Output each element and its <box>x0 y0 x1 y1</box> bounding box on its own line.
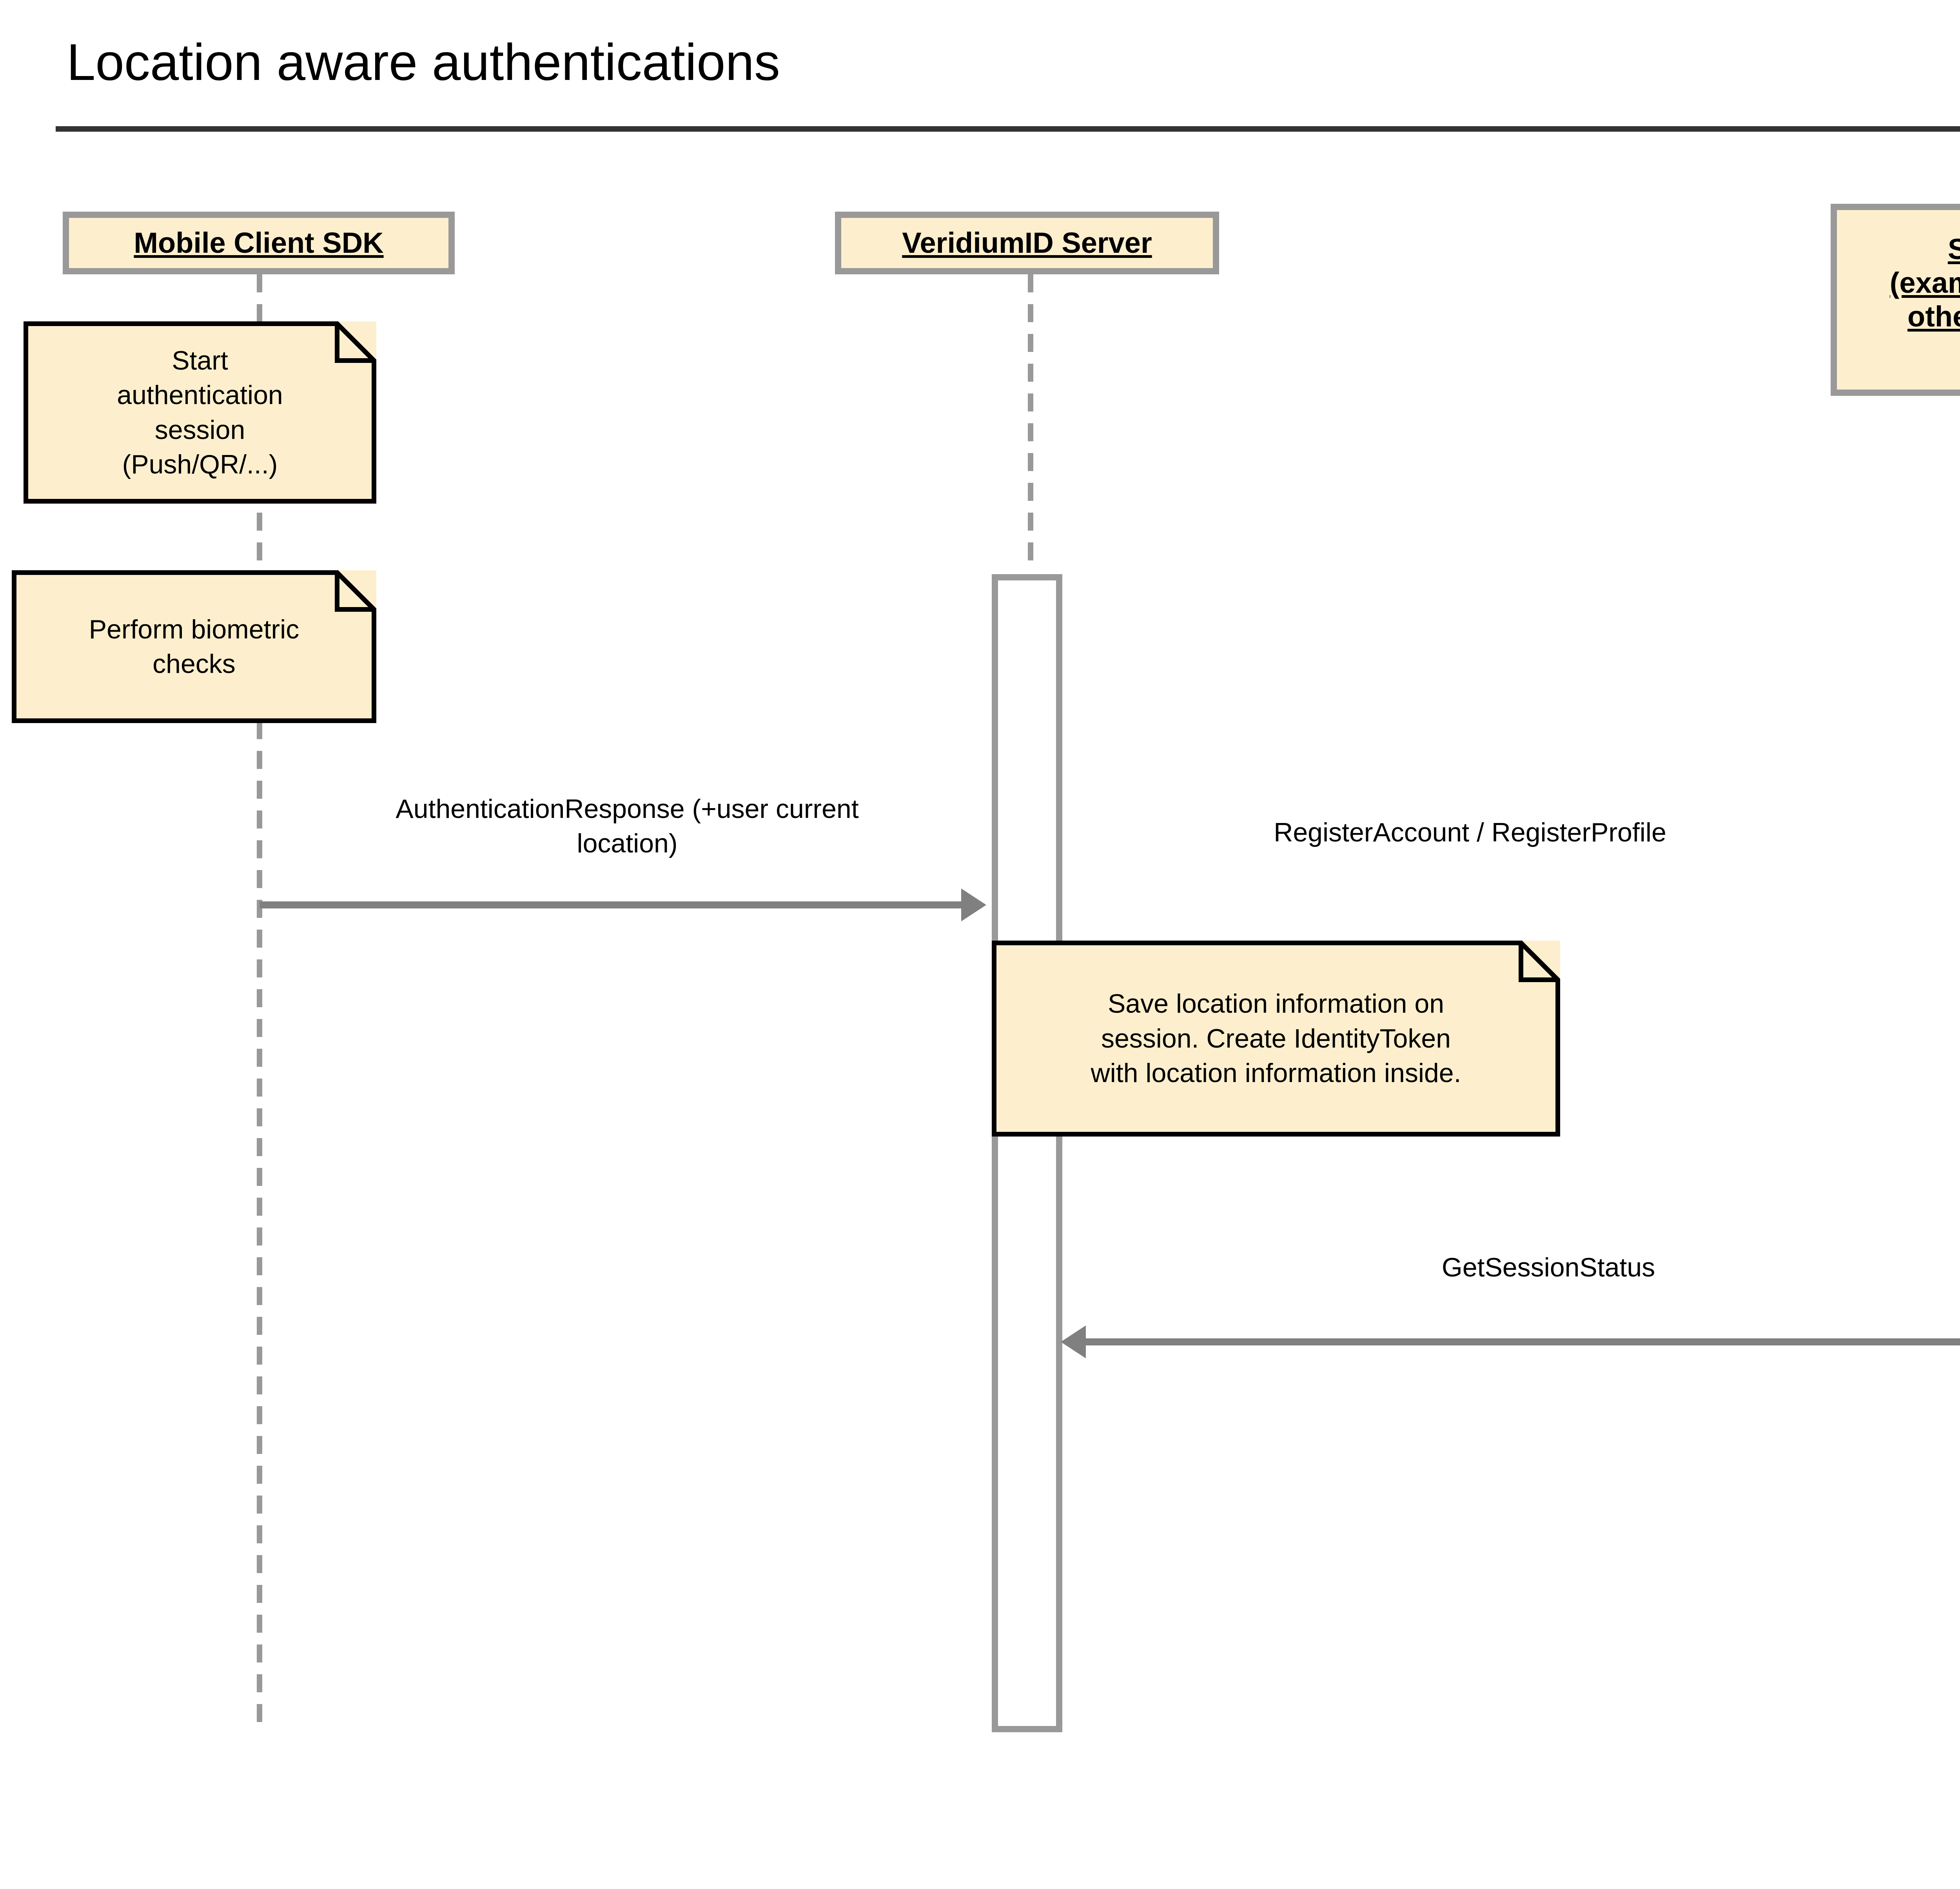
participant-shibboleth[interactable]: Shibboleth (example. Could be other inte… <box>1831 204 1960 396</box>
message-label-get-session-status: GetSessionStatus <box>1441 1253 1655 1282</box>
note-shape-folded-corner <box>24 321 376 504</box>
note-text-start-authentication-session: Start authentication session (Push/QR/..… <box>117 345 283 479</box>
note-text-perform-biometric-checks: Perform biometric checks <box>89 614 299 679</box>
message-line-authentication-response <box>260 901 961 908</box>
lifeline-veridiumid-server <box>1028 274 1033 564</box>
note-text-save-location-information: Save location information on session. Cr… <box>1091 989 1461 1088</box>
note-shape-folded-corner <box>992 941 1560 1137</box>
note-shape-folded-corner <box>12 570 376 723</box>
title-divider <box>56 126 1960 132</box>
note-save-location-information: Save location information on session. Cr… <box>992 941 1560 1137</box>
message-label-register-account-profile: RegisterAccount / RegisterProfile <box>1274 818 1666 847</box>
note-perform-biometric-checks: Perform biometric checks <box>12 570 376 723</box>
participant-mobile-client-sdk[interactable]: Mobile Client SDK <box>63 212 455 274</box>
note-start-authentication-session: Start authentication session (Push/QR/..… <box>24 321 376 504</box>
participant-veridiumid-server[interactable]: VeridiumID Server <box>835 212 1219 274</box>
activation-bar-veridiumid-server <box>992 574 1062 1732</box>
participant-label-veridiumid-server: VeridiumID Server <box>902 227 1152 259</box>
message-arrowhead-authentication-response <box>961 888 986 921</box>
message-arrowhead-get-session-status <box>1061 1325 1086 1358</box>
message-line-get-session-status <box>1086 1338 1960 1345</box>
message-label-authentication-response: AuthenticationResponse (+user current lo… <box>396 794 859 859</box>
participant-label-shibboleth: Shibboleth (example. Could be other inte… <box>1889 233 1960 333</box>
participant-label-mobile-client-sdk: Mobile Client SDK <box>134 227 384 259</box>
page-title: Location aware authentications <box>67 33 780 91</box>
